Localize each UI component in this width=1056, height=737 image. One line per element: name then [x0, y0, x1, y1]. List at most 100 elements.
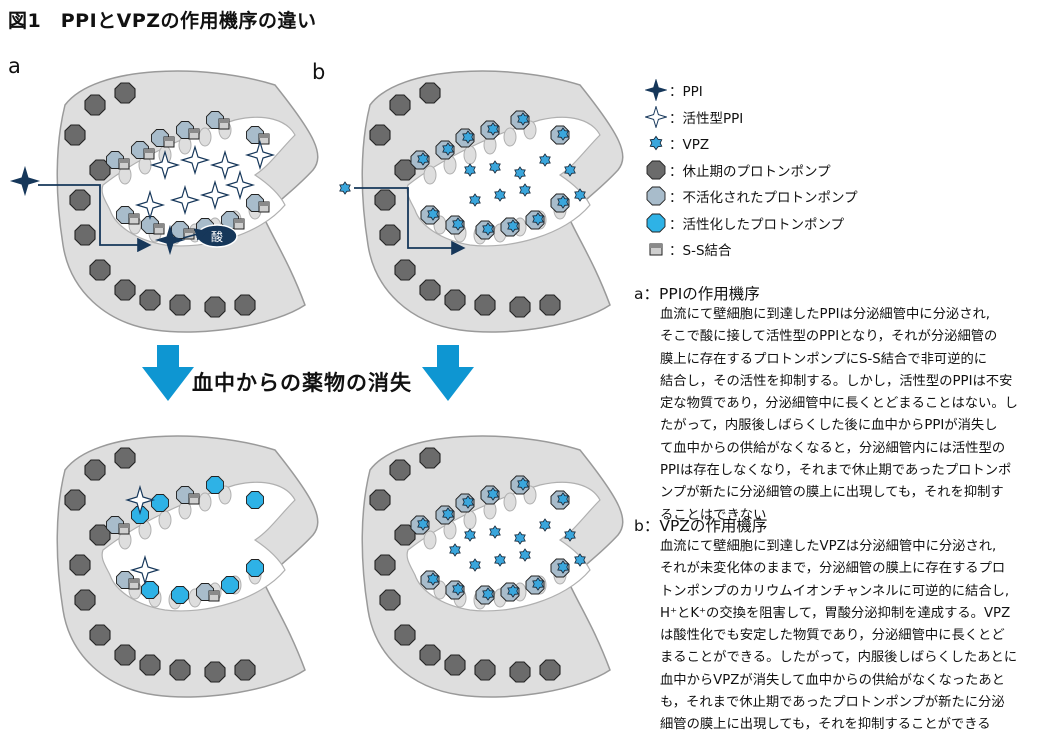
- resting-proton-pump: [114, 447, 136, 469]
- legend-item: ：活性型PPI: [645, 105, 743, 128]
- ss-bond-shade: [119, 159, 129, 163]
- text-line: PPIは存在しなくなり，それまで休止期であったプロトンポ: [660, 463, 1012, 479]
- villus: [158, 510, 172, 530]
- section-body: 血流にて壁細胞に到達したVPZは分泌細管中に分泌され,それが未変化体のままで，分…: [660, 536, 1056, 737]
- resting-proton-pump: [444, 654, 466, 676]
- resting-proton-pump: [474, 294, 496, 316]
- vpz-entry-arrow: [354, 187, 466, 256]
- resting-proton-pump: [74, 224, 96, 246]
- ppi-molecule-blood: [11, 167, 39, 195]
- legend-label: ：活性化したプロトンポンプ: [669, 216, 845, 233]
- resting-proton-pump: [389, 459, 411, 481]
- cell-panel-b-top: [361, 70, 624, 333]
- ss-bond-shade: [189, 494, 199, 498]
- resting-proton-pump: [169, 294, 191, 316]
- clearance-arrow-b: [422, 345, 474, 401]
- active-proton-pump: [206, 476, 224, 494]
- legend-label: ：PPI: [669, 84, 703, 100]
- ss-bond-shade: [154, 224, 164, 228]
- resting-proton-pump: [379, 224, 401, 246]
- active-proton-pump: [171, 586, 189, 604]
- resting-proton-pump: [64, 489, 86, 511]
- villus: [503, 492, 517, 512]
- ss-bond-shade: [119, 524, 129, 528]
- vpz-icon: [645, 132, 667, 154]
- active-proton-pump: [246, 491, 264, 509]
- text-line: 定な物質であり，分泌細管中に長くとどまることはない。し: [660, 396, 1018, 412]
- villus: [463, 510, 477, 530]
- active-ppi-star-icon: [645, 105, 667, 128]
- resting-proton-pump: [84, 94, 106, 116]
- legend-item: ：休止期のプロトンポンプ: [645, 159, 831, 181]
- text-line: て血中からの供給がなくなると，分泌細管内には活性型の: [660, 440, 1006, 456]
- resting-proton-pump: [539, 294, 561, 316]
- resting-proton-pump: [394, 259, 416, 281]
- secretory-canaliculus: [406, 116, 601, 247]
- section-body: 血流にて壁細胞に到達したPPIは分泌細管中に分泌され,そこで酸に接して活性型のP…: [660, 304, 1056, 527]
- text-line: そこで酸に接して活性型のPPIとなり，それが分泌細管の: [660, 329, 998, 345]
- resting-proton-pump: [114, 644, 136, 666]
- resting-proton-pump: [89, 624, 111, 646]
- resting-proton-pump: [374, 189, 396, 211]
- resting-proton-pump: [509, 661, 531, 683]
- active-proton-pump: [151, 494, 169, 512]
- panel-label-a: a: [8, 54, 21, 78]
- ss-bond-shade: [259, 134, 269, 138]
- resting-proton-pump: [74, 589, 96, 611]
- secretory-canaliculus: [101, 481, 296, 612]
- ss-bond-shade: [184, 229, 194, 233]
- resting-proton-pump: [509, 296, 531, 318]
- drug-clearance-label: 血中からの薬物の消失: [192, 371, 412, 395]
- figure-title: 図1 PPIとVPZの作用機序の違い: [8, 10, 317, 32]
- resting-proton-pump: [369, 124, 391, 146]
- text-line: も，それまで休止期であったプロトンポンプが新たに分泌: [660, 695, 1005, 711]
- cell-panel-b-bot: [361, 435, 624, 698]
- ss-bond-shade: [189, 129, 199, 133]
- resting-proton-pump: [204, 296, 226, 318]
- text-line: 膜上に存在するプロトンポンプにS-S結合で非可逆的に: [660, 351, 988, 367]
- inactivated-pump-icon: [645, 185, 667, 207]
- resting-proton-pump: [444, 289, 466, 311]
- villus: [198, 492, 212, 512]
- secretory-canaliculus: [406, 481, 601, 612]
- villus: [503, 127, 517, 147]
- legend-label: ：不活化されたプロトンポンプ: [669, 190, 858, 206]
- resting-proton-pump: [69, 189, 91, 211]
- resting-proton-pump: [89, 259, 111, 281]
- legend-label: ：休止期のプロトンポンプ: [669, 163, 831, 180]
- resting-proton-pump: [139, 289, 161, 311]
- resting-proton-pump: [234, 294, 256, 316]
- resting-proton-pump: [539, 659, 561, 681]
- resting-proton-pump: [419, 447, 441, 469]
- vpz-molecule-blood: [339, 181, 351, 195]
- text-line: は酸性化でも安定した物質であり，分泌細管中に長くとど: [660, 628, 1005, 644]
- text-line: ンプが新たに分泌細管の膜上に出現しても，それを抑制す: [660, 485, 1004, 501]
- resting-proton-pump: [419, 644, 441, 666]
- mechanism-diagram: 酸: [11, 70, 624, 698]
- text-line: 細管の膜上に出現しても，それを抑制することができる: [660, 717, 991, 733]
- resting-proton-pump: [114, 82, 136, 104]
- resting-proton-pump: [234, 659, 256, 681]
- resting-proton-pump: [84, 459, 106, 481]
- legend-label: ：VPZ: [669, 137, 710, 153]
- cell-panel-a-top: 酸: [56, 70, 319, 333]
- section-heading: b：VPZの作用機序: [634, 517, 768, 535]
- resting-proton-pump: [394, 624, 416, 646]
- resting-proton-pump: [419, 82, 441, 104]
- resting-proton-pump: [474, 659, 496, 681]
- legend-item: ：VPZ: [645, 132, 709, 154]
- resting-proton-pump: [419, 279, 441, 301]
- villus: [463, 145, 477, 165]
- text-line: トンポンプのカリウムイオンチャンネルに可逆的に結合し,: [660, 583, 1010, 599]
- ss-bond-shade: [259, 202, 269, 206]
- legend-item: ：S-S結合: [645, 238, 732, 260]
- text-line: まることができる。したがって，内服後しばらくしたあとに: [660, 650, 1018, 666]
- legend-item: ：活性化したプロトンポンプ: [645, 212, 844, 234]
- text-line: 血中からVPZが消失して血中からの供給がなくなったあと: [660, 672, 1005, 688]
- ss-bond-shade: [164, 137, 174, 141]
- clearance-arrow-a: [142, 345, 194, 401]
- villus: [423, 530, 437, 550]
- ss-bond-shade: [129, 214, 139, 218]
- text-line: たがって，内服後しばらくした後に血中からPPIが消失し: [660, 418, 998, 434]
- active-proton-pump: [141, 581, 159, 599]
